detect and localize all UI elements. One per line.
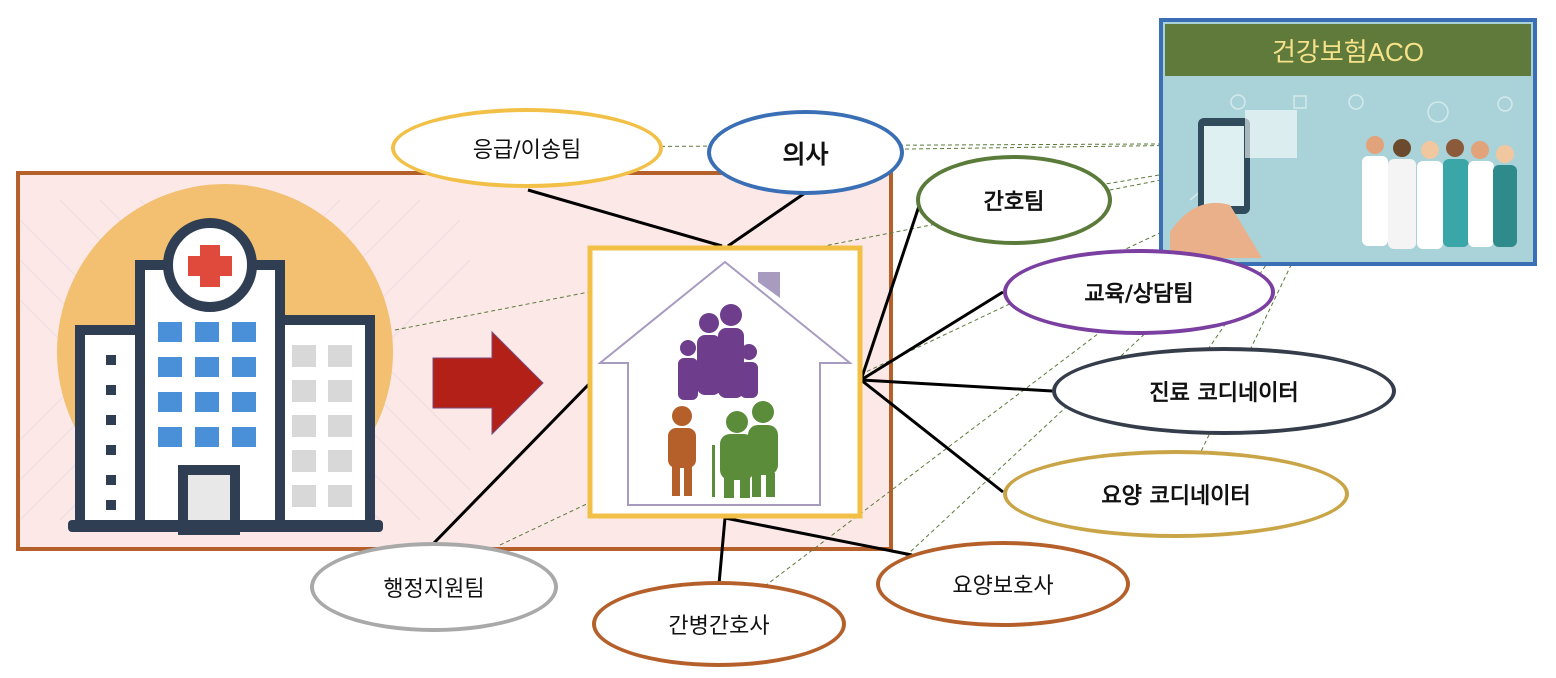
node-caregiver-label: 간병간호사 <box>668 614 770 639</box>
node-care-coordinator[interactable]: 진료 코디네이터 <box>1052 347 1396 435</box>
node-doctor[interactable]: 의사 <box>707 110 904 195</box>
node-care-coordinator-label: 진료 코디네이터 <box>1149 381 1299 406</box>
node-nursing-team[interactable]: 간호팀 <box>916 155 1112 245</box>
hospital-building-icon <box>57 184 393 535</box>
node-emergency-team-label: 응급/이송팀 <box>472 138 582 163</box>
node-education-team[interactable]: 교육/상담팀 <box>1003 249 1275 335</box>
node-nursing-care-coordinator[interactable]: 요양 코디네이터 <box>1003 450 1349 538</box>
node-admin-team[interactable]: 행정지원팀 <box>310 542 558 632</box>
node-caregiver[interactable]: 간병간호사 <box>592 581 846 667</box>
solid-connectors <box>430 188 1053 585</box>
node-doctor-label: 의사 <box>782 139 829 169</box>
node-nursing-team-label: 간호팀 <box>983 190 1045 215</box>
arrow-icon <box>432 330 544 436</box>
node-care-worker-label: 요양보호사 <box>952 574 1054 599</box>
home-care-house-icon <box>587 245 863 519</box>
node-care-worker[interactable]: 요양보호사 <box>876 541 1130 627</box>
node-nursing-care-coordinator-label: 요양 코디네이터 <box>1101 484 1251 509</box>
node-emergency-team[interactable]: 응급/이송팀 <box>391 108 663 188</box>
node-admin-team-label: 행정지원팀 <box>383 577 485 602</box>
aco-title: 건강보험ACO <box>1271 36 1425 67</box>
aco-panel <box>1159 18 1537 266</box>
node-education-team-label: 교육/상담팀 <box>1084 282 1194 307</box>
